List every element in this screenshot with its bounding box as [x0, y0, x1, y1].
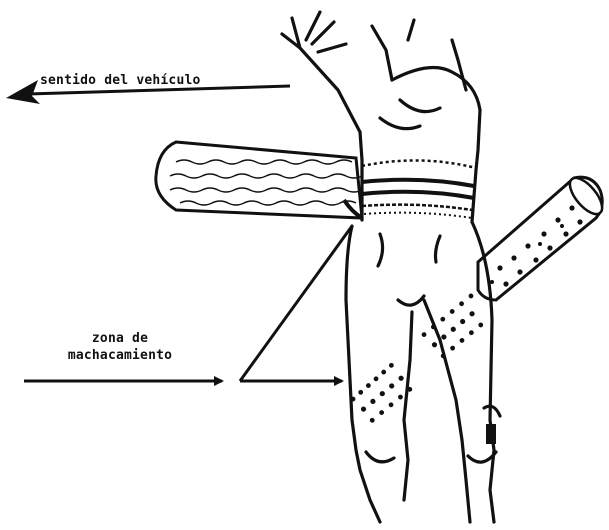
vehicle-direction-label: sentido del vehículo [40, 72, 201, 89]
crush-zone-label-line2: machacamiento [40, 347, 200, 364]
crush-zone-label-line1: zona de [40, 330, 200, 347]
front-bumper-bar [156, 142, 362, 218]
crush-zone-label: zona de machacamiento [40, 330, 200, 364]
rear-bumper-bar [478, 173, 608, 300]
human-figure [282, 12, 500, 522]
waist-bands [362, 160, 476, 218]
crush-zone-hatching [345, 293, 493, 427]
